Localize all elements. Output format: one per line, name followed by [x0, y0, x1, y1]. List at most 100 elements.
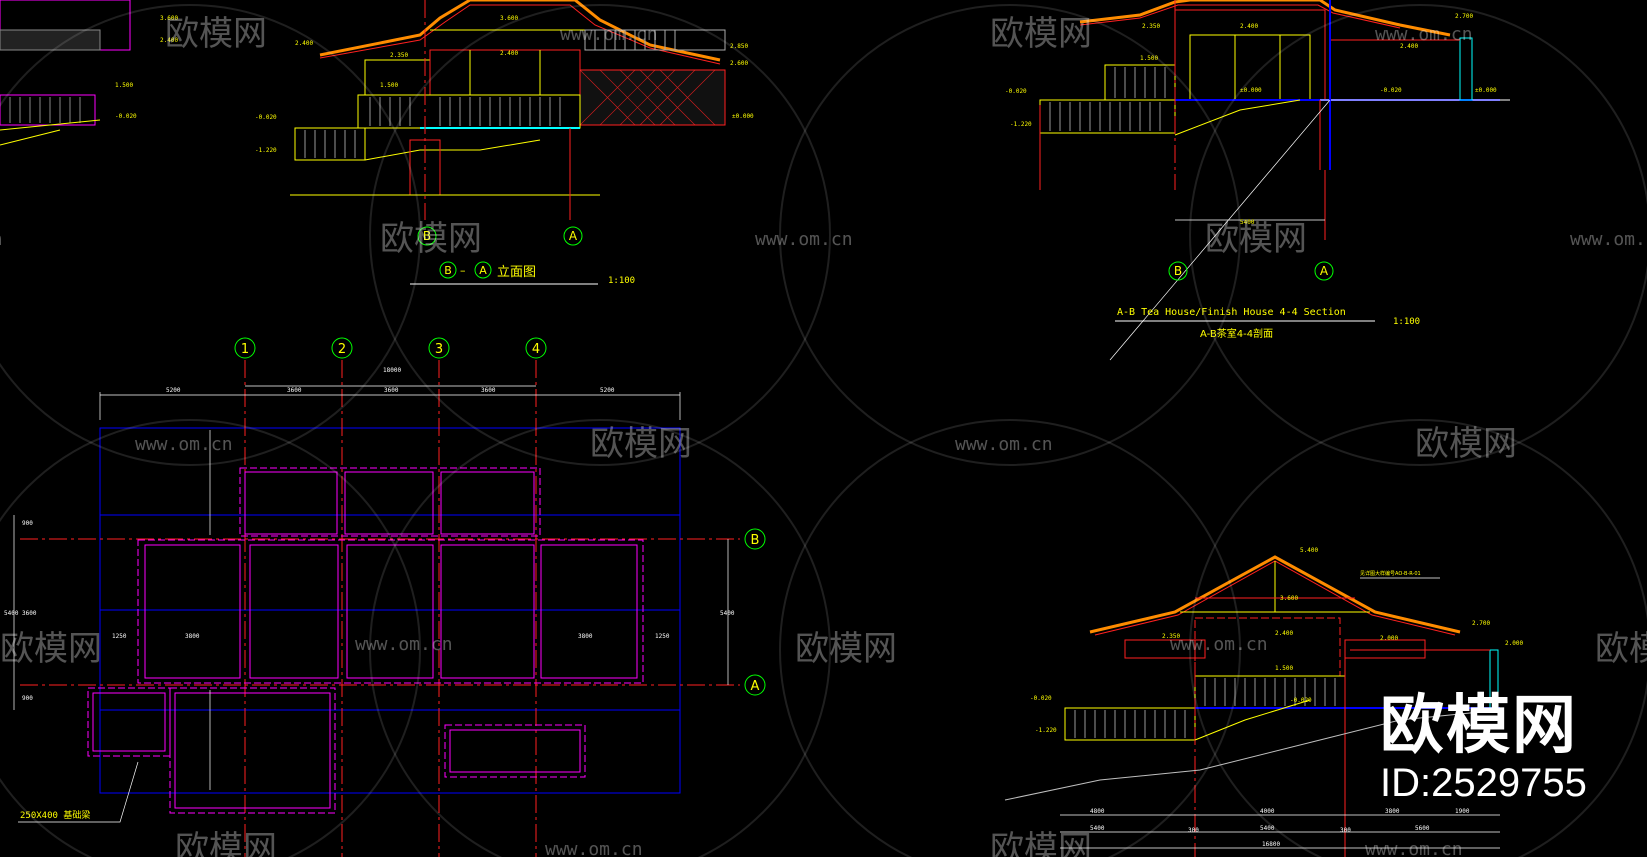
elevation-ba-levels: 3.600 2.400 1.500 -0.020 -0.020 -1.220 2… [115, 15, 754, 154]
plan-total-dim: 18000 [383, 367, 401, 374]
axis-label-b: B [423, 229, 431, 243]
plan-inner-dim: 1250 [112, 633, 127, 640]
section-scale: 1:100 [1393, 317, 1420, 327]
beam-note: 250X400 基础梁 [20, 809, 90, 821]
watermark-brand: 欧模网 [1205, 219, 1307, 259]
watermark-brand: 欧模网 [590, 424, 692, 464]
section-level-label: 2.400 [1400, 43, 1418, 50]
svg-text:–: – [460, 264, 466, 277]
section-level-label: 2.350 [1142, 23, 1160, 30]
watermark-domain: www.om.cn [1570, 229, 1647, 250]
section-44-levels: 2.350 2.400 1.500 -0.020 -1.220 2.700 2.… [1005, 13, 1497, 226]
axis-label-a: A [569, 229, 578, 243]
axis-label-4: 4 [532, 342, 540, 357]
section-dim: 5400 [1090, 825, 1105, 832]
section-44-drawing [1039, 0, 1510, 361]
section-level-label: -0.020 [1030, 695, 1052, 702]
section-dim: 5600 [1415, 825, 1430, 832]
elevation-level-label: -1.220 [255, 147, 277, 154]
foundation-plan [13, 360, 740, 857]
elevation-level-label: 3.600 [160, 15, 178, 22]
section-top-note: 见详图大样编号AO-B-R-01 [1360, 570, 1421, 577]
section-dim-label: 5400 [1240, 219, 1255, 226]
section-level-label: -0.020 [1380, 87, 1402, 94]
watermark-domain: www.om.cn [755, 229, 853, 250]
watermark-brand: 欧模网 [380, 219, 482, 259]
watermark-domain: www.om.cn [1170, 634, 1268, 655]
watermark-brand: 欧模网 [1595, 629, 1647, 669]
watermark-domain: www.om.cn [1365, 839, 1463, 857]
plan-left-dim: 900 [22, 520, 33, 527]
watermark-domain: www.om.cn [0, 229, 3, 250]
elevation-ba-title-block: B – A 立面图 1:100 [410, 261, 635, 286]
watermark-domain: www.om.cn [135, 434, 233, 455]
plan-column-axes: 1 2 3 4 B A [234, 337, 766, 696]
section-level-label: ±0.000 [1475, 87, 1497, 94]
section-level-label: -0.020 [1005, 88, 1027, 95]
section-level-label: 2.000 [1380, 635, 1398, 642]
watermark-brand: 欧模网 [990, 14, 1092, 54]
watermark-domain: www.om.cn [560, 24, 658, 45]
watermark-badge-id: ID:2529755 [1380, 761, 1587, 805]
elevation-level-label: 2.850 [730, 43, 748, 50]
plan-dim: 3600 [481, 387, 496, 394]
watermark-brand-text: 欧模网 欧模网 欧模网 欧模网 欧模网 欧模网 欧模网 欧模网 欧模网 欧模网 … [0, 14, 1647, 857]
elevation-level-label: -0.020 [255, 114, 277, 121]
elevation-level-label: ±0.000 [732, 113, 754, 120]
plan-inner-dim: 3800 [578, 633, 593, 640]
section-level-label: 2.400 [1240, 23, 1258, 30]
section-level-label: 2.700 [1472, 620, 1490, 627]
elevation-level-label: -0.020 [115, 113, 137, 120]
section-44-axis-markers: B A [1168, 261, 1334, 281]
title-axis-b: B [444, 264, 452, 277]
axis-label-b: B [751, 533, 760, 548]
plan-left-total: 5400 [4, 610, 19, 617]
section-bottom-levels: 5.400 3.600 2.400 2.350 2.000 2.700 2.00… [1030, 547, 1523, 734]
section-dim: 5400 [1260, 825, 1275, 832]
watermark-brand: 欧模网 [1415, 424, 1517, 464]
title-axis-a: A [479, 264, 487, 277]
section-level-label: 3.600 [1280, 595, 1298, 602]
elevation-level-label: 3.600 [500, 15, 518, 22]
section-dim: 300 [1188, 827, 1199, 834]
section-level-label: 2.400 [1275, 630, 1293, 637]
plan-inner-dim: 1250 [655, 633, 670, 640]
elevation-ba-drawing [0, 0, 726, 220]
watermark-brand: 欧模网 [0, 629, 102, 669]
elevation-level-label: 2.400 [500, 50, 518, 57]
axis-label-b: B [1174, 264, 1182, 278]
section-title-cn: A-B茶室4-4剖面 [1200, 327, 1273, 340]
section-dim: 4800 [1090, 808, 1105, 815]
plan-inner-dim: 3800 [185, 633, 200, 640]
section-level-label: 5.400 [1300, 547, 1318, 554]
section-level-label: -1.220 [1010, 121, 1032, 128]
watermark-circles [0, 4, 1647, 857]
section-level-label: 1.500 [1275, 665, 1293, 672]
elevation-level-label: 2.400 [295, 40, 313, 47]
section-dim: 1900 [1455, 808, 1470, 815]
plan-left-dim: 3600 [22, 610, 37, 617]
watermark-domain: www.om.cn [955, 434, 1053, 455]
elevation-level-label: 1.500 [380, 82, 398, 89]
elevation-title: 立面图 [497, 265, 536, 280]
axis-label-3: 3 [435, 342, 443, 357]
plan-dim: 3600 [384, 387, 399, 394]
plan-dim: 3600 [287, 387, 302, 394]
section-44-title-block: A-B Tea House/Finish House 4-4 Section 1… [1115, 307, 1420, 340]
axis-label-a: A [751, 679, 760, 694]
watermark-domain-text: www.om.cn www.om.cn www.om.cn www.om.cn … [0, 24, 1647, 857]
axis-label-a: A [1320, 264, 1329, 278]
section-dim: 300 [1340, 827, 1351, 834]
elevation-level-label: 2.400 [160, 37, 178, 44]
section-level-label: 2.000 [1505, 640, 1523, 647]
watermark-badge: 欧模网 ID:2529755 [1380, 690, 1640, 806]
watermark-brand: 欧模网 [175, 829, 277, 857]
plan-left-dim: 900 [22, 695, 33, 702]
axis-label-2: 2 [338, 342, 346, 357]
watermark-brand: 欧模网 [990, 829, 1092, 857]
section-dim: 3800 [1385, 808, 1400, 815]
watermark-brand: 欧模网 [165, 14, 267, 54]
section-level-label: 2.700 [1455, 13, 1473, 20]
section-level-label: -1.220 [1035, 727, 1057, 734]
